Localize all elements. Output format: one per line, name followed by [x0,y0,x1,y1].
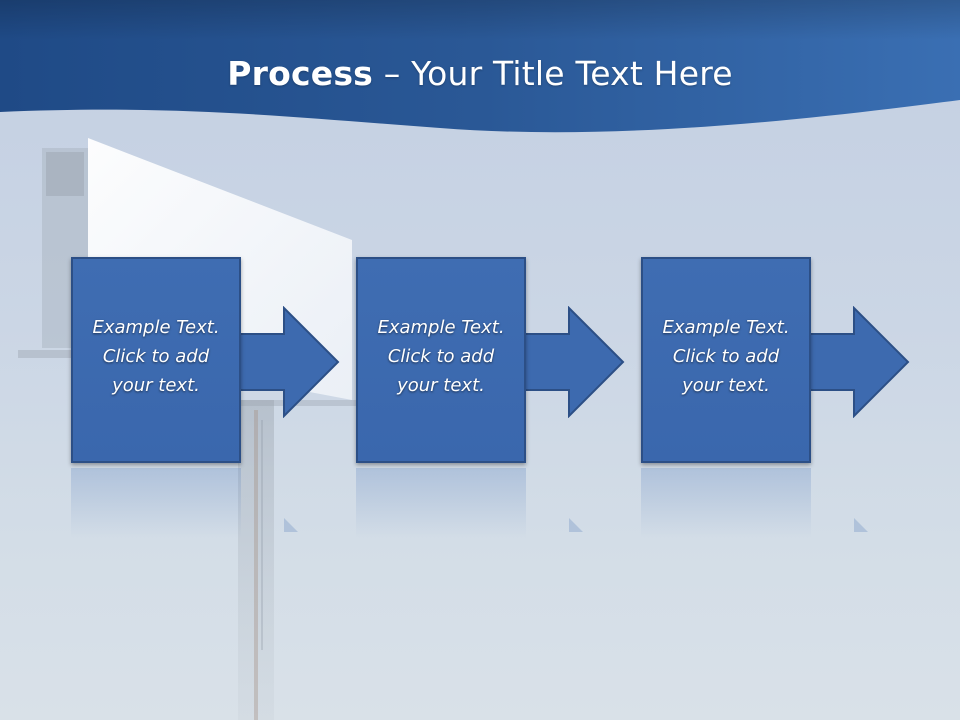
arrow-reflection [854,518,868,532]
step-text[interactable]: Example Text. Click to add your text. [377,317,505,396]
right-arrow-icon [516,306,625,418]
process-step-3[interactable]: Example Text. Click to add your text. [641,257,811,463]
process-step-2[interactable]: Example Text. Click to add your text. [356,257,526,463]
slide-title: Process – Your Title Text Here [0,52,960,96]
step-reflection [356,468,526,538]
arrow-reflection [569,518,583,532]
title-bold: Process [227,54,374,93]
step-reflection [641,468,811,538]
step-text[interactable]: Example Text. Click to add your text. [662,317,790,396]
arrow-reflection [284,518,298,532]
title-rest: – Your Title Text Here [373,54,733,93]
right-arrow-icon [231,306,340,418]
right-arrow-icon [801,306,910,418]
step-text[interactable]: Example Text. Click to add your text. [92,317,220,396]
process-step-1[interactable]: Example Text. Click to add your text. [71,257,241,463]
step-reflection [71,468,241,538]
